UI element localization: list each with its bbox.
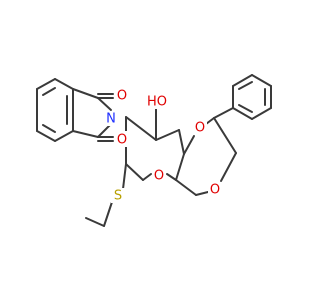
oxygen-label: O	[117, 133, 127, 148]
oxygen-label: O	[154, 169, 164, 184]
nitrogen-label: N	[106, 112, 116, 127]
structure-canvas: O N O HO O O O S	[36, 74, 272, 227]
hydroxyl-label: HO	[147, 95, 167, 110]
oxygen-label: O	[210, 183, 220, 198]
benzylidene-dioxane-ring	[175, 117, 237, 196]
atom-o-ring-a: O	[193, 120, 207, 136]
atom-o-ring-c: O	[208, 182, 222, 198]
atom-hydroxyl: HO	[145, 94, 169, 110]
atom-n-imide: N	[104, 111, 118, 127]
phthalimide-benzene-ring	[36, 78, 74, 142]
oxygen-label: O	[195, 121, 205, 136]
phenyl-ring	[213, 74, 272, 120]
atom-o-bottom: O	[114, 131, 129, 148]
atom-o-top: O	[114, 87, 129, 104]
oxygen-label: O	[117, 89, 127, 104]
atom-sulfur: S	[111, 188, 125, 204]
sulfur-label: S	[114, 189, 122, 204]
ethylthio-chain	[85, 163, 127, 227]
pyranose-ring	[125, 107, 185, 181]
atom-o-ring-b: O	[152, 168, 166, 184]
imide-ring	[72, 88, 114, 142]
molecule-drawing: O N O HO O O O S	[36, 74, 272, 227]
